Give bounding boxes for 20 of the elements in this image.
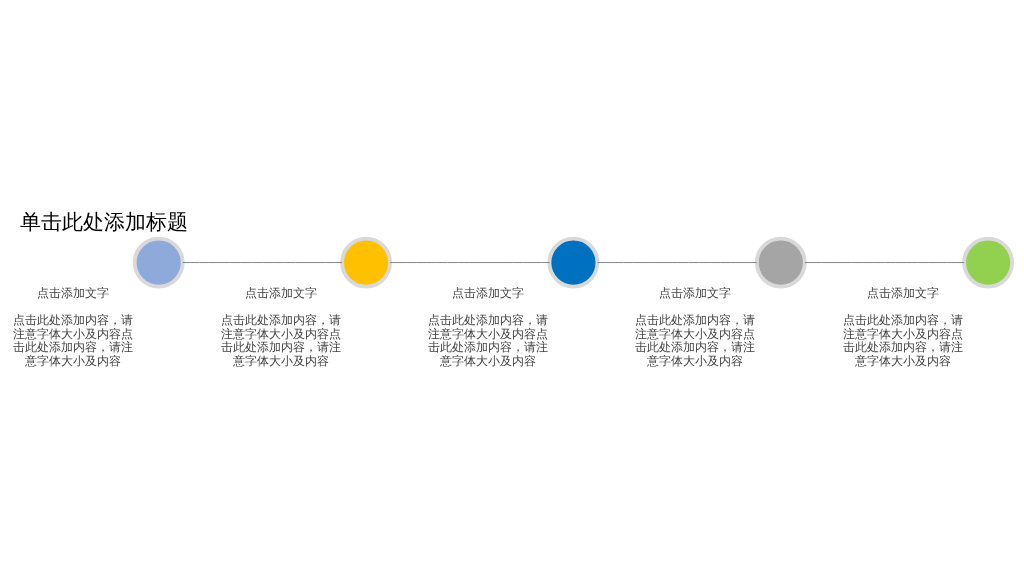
node-circle — [962, 236, 1015, 289]
node-label: 点击此处添加内容，请注意字体大小及内容点击此处添加内容，请注意字体大小及内容 — [220, 312, 341, 368]
node-label: 点击添加文字 — [659, 284, 732, 300]
node-label: 点击添加文字 — [866, 284, 939, 300]
diagram-title: 单击此处添加标题 — [19, 208, 188, 234]
node-circle — [132, 236, 185, 289]
node-label: 点击添加文字 — [452, 284, 524, 300]
connector — [804, 262, 965, 264]
node-label: 点击添加文字 — [244, 284, 317, 300]
node-label: 点击此处添加内容，请注意字体大小及内容点击此处添加内容，请注意字体大小及内容 — [13, 312, 134, 368]
connector — [182, 262, 343, 264]
node-label: 点击此处添加内容，请注意字体大小及内容点击此处添加内容，请注意字体大小及内容 — [428, 312, 548, 368]
node-circle — [754, 236, 807, 289]
node-circle — [340, 236, 392, 289]
connector — [389, 262, 550, 264]
node-label: 点击添加文字 — [37, 284, 110, 300]
node-circle — [547, 236, 600, 289]
node-label: 点击此处添加内容，请注意字体大小及内容点击此处添加内容，请注意字体大小及内容 — [635, 312, 756, 368]
connector — [597, 262, 758, 264]
node-label: 点击此处添加内容，请注意字体大小及内容点击此处添加内容，请注意字体大小及内容 — [842, 312, 963, 368]
